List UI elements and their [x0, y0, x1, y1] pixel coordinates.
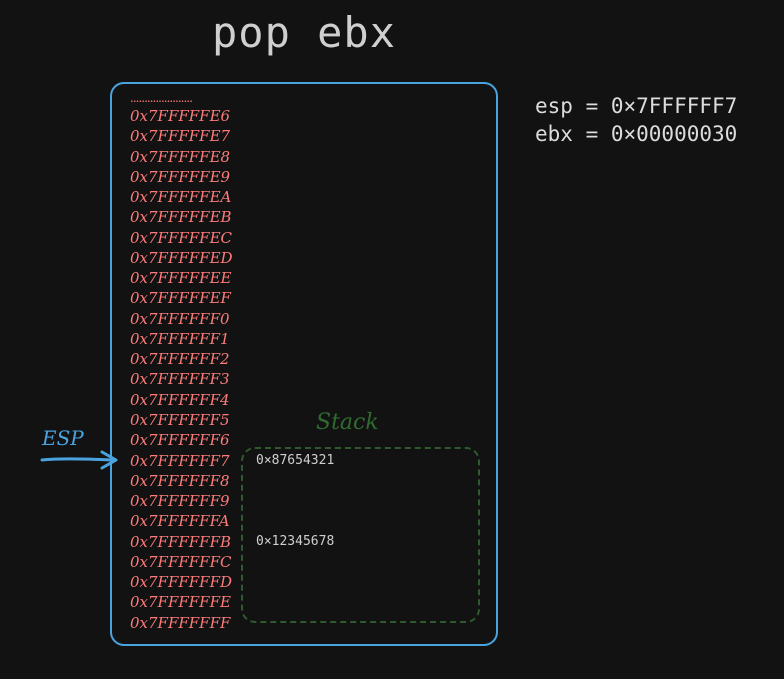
memory-address: 0x7FFFFFE7 [130, 127, 231, 146]
memory-frame [110, 82, 498, 646]
memory-address: 0x7FFFFFFD [130, 573, 233, 592]
memory-address: 0x7FFFFFFC [130, 552, 232, 571]
memory-address: 0x7FFFFFF3 [130, 370, 230, 389]
memory-ellipsis: ...................... [130, 91, 193, 105]
memory-address: 0x7FFFFFEF [130, 289, 231, 308]
ebx-register: ebx = 0×00000030 [535, 122, 738, 146]
memory-address: 0x7FFFFFFF [130, 613, 231, 632]
memory-address: 0x7FFFFFF7 [130, 451, 230, 470]
register-panel: esp = 0×7FFFFFF7 ebx = 0×00000030 [535, 92, 737, 148]
memory-address: 0x7FFFFFEB [130, 208, 232, 227]
memory-address: 0x7FFFFFEE [130, 269, 232, 288]
esp-pointer-label: ESP [42, 426, 84, 450]
memory-address: 0x7FFFFFF5 [130, 410, 230, 429]
diagram-title: pop ebx [212, 8, 397, 57]
memory-address: 0x7FFFFFF9 [130, 492, 230, 511]
memory-address: 0x7FFFFFF0 [130, 309, 230, 328]
stack-region [241, 447, 480, 623]
memory-address: 0x7FFFFFE8 [130, 147, 231, 166]
memory-address: 0x7FFFFFE9 [130, 167, 231, 186]
memory-address: 0x7FFFFFF4 [130, 390, 230, 409]
memory-address: 0x7FFFFFF8 [130, 471, 230, 490]
esp-register: esp = 0×7FFFFFF7 [535, 94, 738, 118]
memory-address: 0x7FFFFFEC [130, 228, 233, 247]
memory-address: 0x7FFFFFED [130, 248, 233, 267]
stack-value-1: 0×12345678 [256, 534, 335, 549]
memory-address: 0x7FFFFFFE [130, 593, 231, 612]
memory-address: 0x7FFFFFFA [130, 512, 230, 531]
stack-label: Stack [316, 410, 379, 435]
esp-arrow-icon [40, 450, 118, 470]
memory-address: 0x7FFFFFE6 [130, 107, 231, 125]
memory-address: 0x7FFFFFF2 [130, 350, 230, 369]
memory-address: 0x7FFFFFF1 [130, 329, 230, 348]
stack-value-0: 0×87654321 [256, 453, 335, 468]
memory-address: 0x7FFFFFEA [130, 188, 232, 207]
memory-address: 0x7FFFFFF6 [130, 431, 230, 450]
memory-address: 0x7FFFFFFB [130, 532, 232, 551]
